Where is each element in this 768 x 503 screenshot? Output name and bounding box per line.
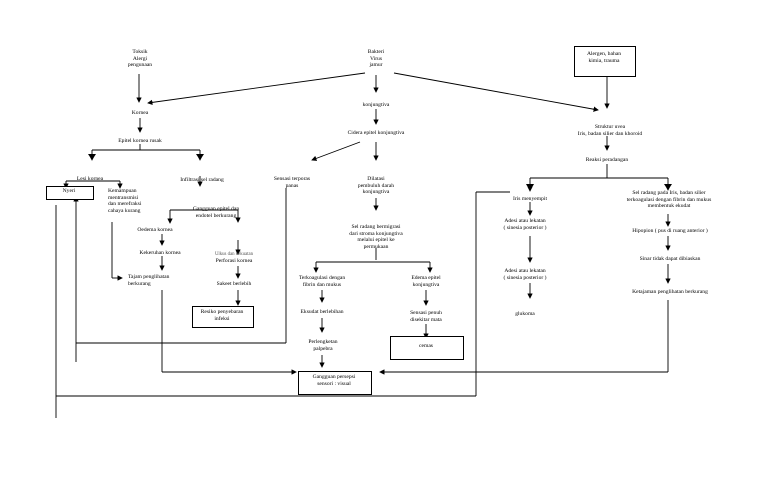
node-kekeruhan: Kekeruhan kornea bbox=[139, 250, 181, 256]
node-sinar: Sinar tidak dapat dibiaskan bbox=[639, 256, 701, 262]
node-adesi-2: Adesi atau lekatan ( sinesia posterior ) bbox=[503, 268, 547, 281]
node-tajam: Tajam penglihatan berkurang bbox=[128, 274, 170, 287]
node-dilatasi: Dilatasi pembuluh darah konjungtiva bbox=[357, 176, 395, 196]
node-terkoagulasi: Terkoagulasi dengan fibrin dan mukus bbox=[298, 275, 346, 288]
node-cidera-epitel: Cidera epitel konjungtiva bbox=[347, 130, 405, 136]
node-iris: Iris menyempit bbox=[512, 196, 548, 202]
node-eksudat: Eksudat berlebihan bbox=[300, 309, 344, 315]
arrow-cidera-sensasi bbox=[311, 141, 361, 161]
node-perlengketan: Perlengketan palpebra bbox=[308, 339, 338, 352]
arrow-bakteri-uvea bbox=[393, 72, 599, 112]
branch-arrowheads bbox=[88, 154, 672, 191]
node-sensasi-panas: Sensasi terporas panas bbox=[273, 176, 311, 189]
node-toksik: Toksik Alergi pengunaan bbox=[127, 49, 153, 69]
arrow-bakteri-kornea bbox=[147, 72, 366, 106]
node-sensasi-penuh: Sensasi penuh disekitar mata bbox=[410, 310, 442, 323]
node-gangguan-persepsi-box bbox=[298, 371, 372, 395]
node-cemas-box bbox=[390, 336, 464, 360]
node-cemas: cemas bbox=[419, 343, 433, 349]
node-gangguan-persepsi: Gangguan persepsi sensori : visual bbox=[312, 374, 356, 387]
node-infiltrasi: Infiltrasi sel radang bbox=[180, 177, 224, 183]
node-struktur-uvea: Struktur uvea Iris, badan silier dan kho… bbox=[577, 124, 643, 137]
node-nyeri-box bbox=[46, 186, 94, 200]
node-oedema: Oedema kornea bbox=[137, 227, 173, 233]
node-ketajaman: Ketajaman penglihatan berkurang bbox=[632, 289, 708, 295]
node-sel-radang-iris: Sel radang pada Iris, badan silier terko… bbox=[626, 190, 712, 210]
node-alergen-box bbox=[574, 46, 636, 77]
node-resiko-box bbox=[192, 306, 254, 328]
node-glukoma: glukoma bbox=[515, 311, 535, 317]
node-reaksi-peradangan: Reaksi peradangan bbox=[585, 157, 629, 163]
node-gangguan-epitel: Gangguan epitel dan endotel berkurang bbox=[192, 206, 240, 219]
node-kornea: Kornea bbox=[131, 110, 149, 116]
node-resiko: Resiko penyebaran infeksi bbox=[200, 309, 244, 322]
node-alergen: Alergen, bahan kimia, trauma bbox=[586, 51, 622, 64]
node-kemampuan: Kemampuan mentransmisi dan merefraksi ca… bbox=[108, 188, 142, 214]
node-konjungtiva: konjungtiva bbox=[362, 102, 390, 108]
node-bakteri: Bakteri Virus jamur bbox=[367, 49, 385, 69]
node-lesi: Lesi kornea bbox=[76, 176, 104, 182]
node-ulkus: Ulkus dan kekuatan bbox=[214, 252, 254, 257]
node-hipopion: Hipopion ( pus di ruang anterior ) bbox=[632, 228, 708, 234]
node-adesi-1: Adesi atau lekatan ( sinesia posterior ) bbox=[503, 218, 547, 231]
node-sakeet: Sakeet berlebih bbox=[216, 281, 252, 287]
node-epitel-kornea: Epitel kornea rusak bbox=[118, 138, 162, 144]
node-perforasi: Perforasi kornea bbox=[215, 258, 253, 264]
node-sel-radang-stroma: Sel radang bermigrasi dari stroma konjun… bbox=[349, 224, 403, 250]
node-nyeri: Nyeri bbox=[62, 188, 76, 194]
node-edema-epitel: Edema epitel konjungtiva bbox=[411, 275, 441, 288]
